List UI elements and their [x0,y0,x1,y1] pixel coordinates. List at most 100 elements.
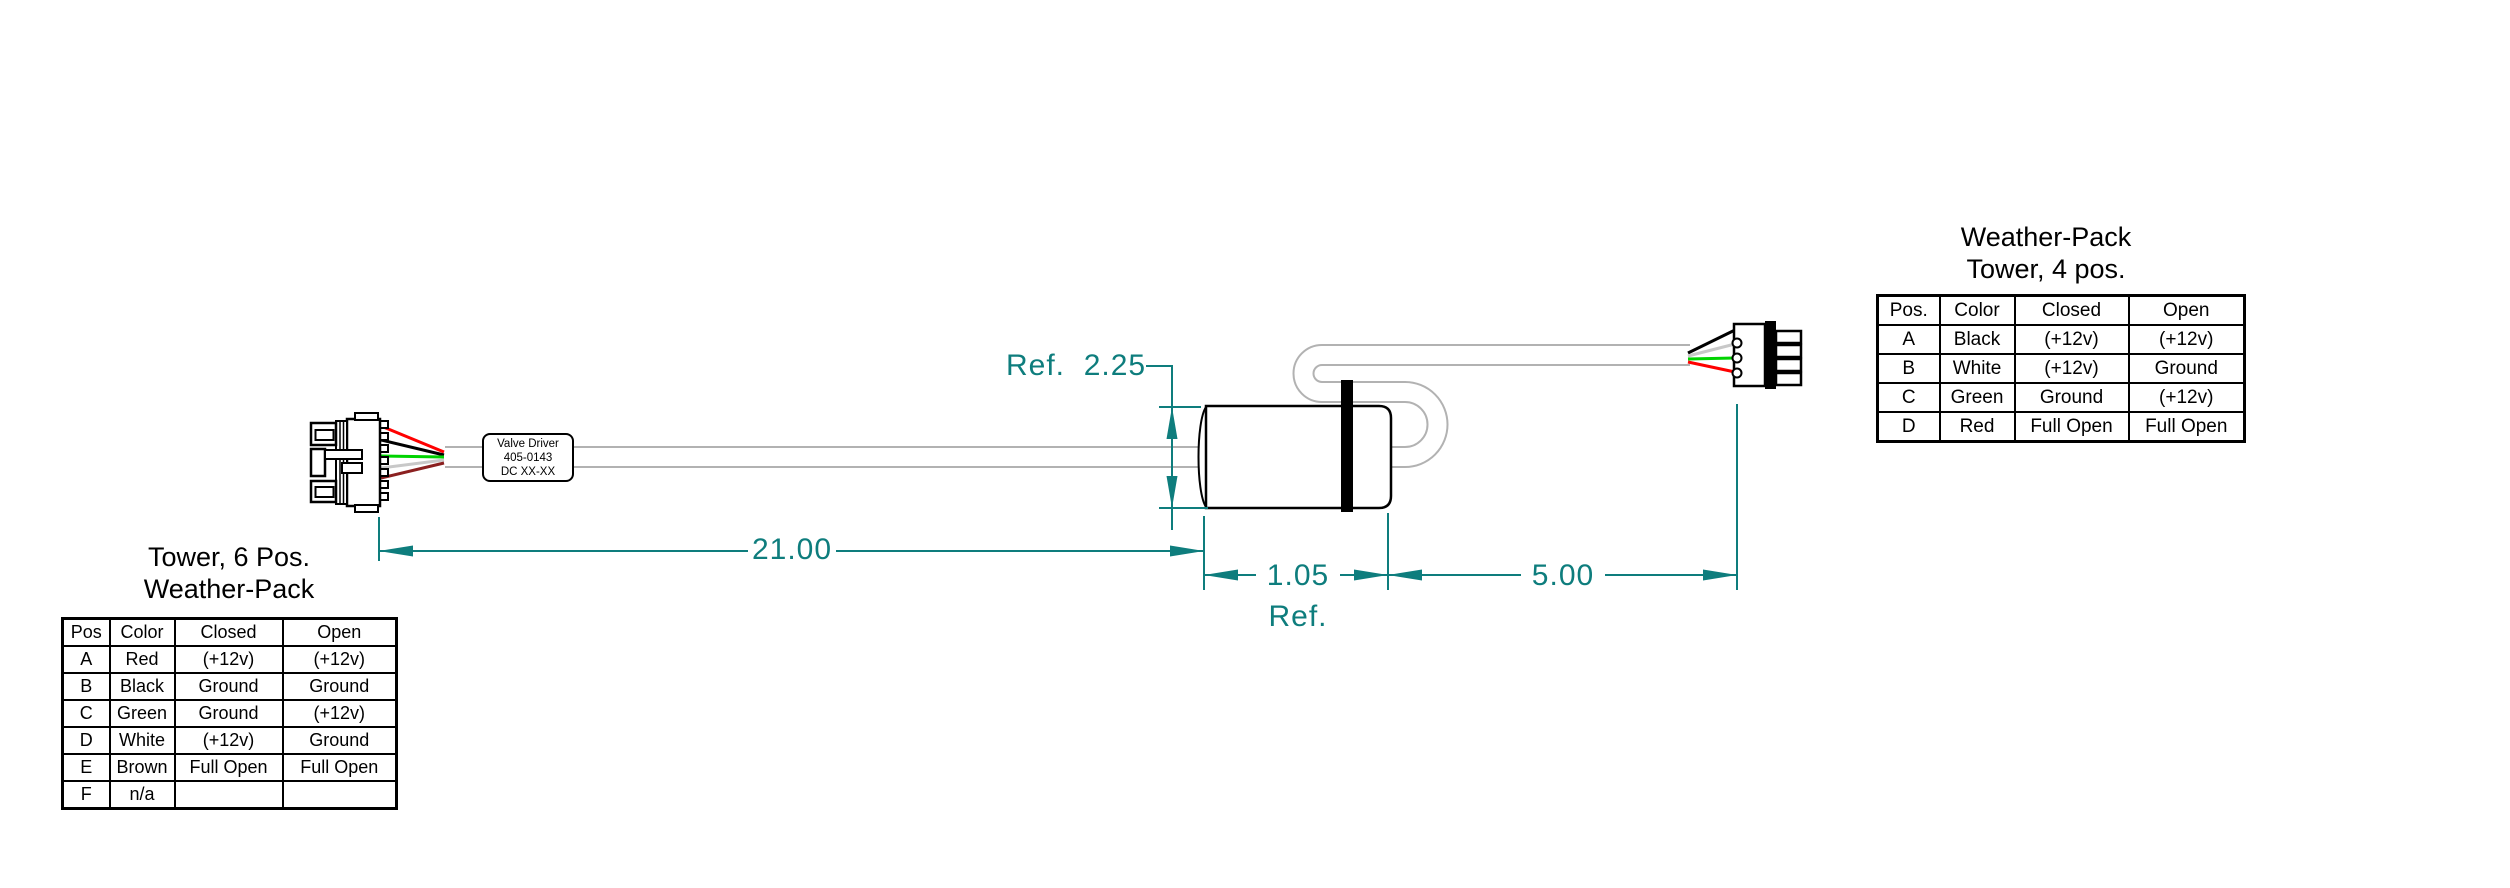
left-connector-bottom-tab [354,504,379,513]
cell: White [108,726,176,755]
cable [445,344,1690,468]
cell: (+12v) [173,645,284,674]
cell: Ground [281,672,398,701]
valve-driver-label: Valve Driver 405-0143 DC XX-XX [482,433,574,482]
column-header: Closed [173,617,284,647]
right-connector-pin-2 [1774,343,1803,359]
cell: D [1876,411,1941,443]
dim-leader-diameter [1146,365,1173,530]
valve-driver-label-line2: 405-0143 [503,451,553,464]
table-row: A Black (+12v) (+12v) [1876,324,2246,355]
dim-text-body-length-ref: Ref. [1256,602,1340,632]
cell: Ground [2013,382,2130,413]
right-connector-pin-4 [1774,371,1803,387]
column-header: Pos [61,617,111,647]
table-header-row: Pos Color Closed Open [61,617,398,647]
right-connector-seal-3 [1731,367,1743,379]
valve-driver-label-line1: Valve Driver [497,437,559,450]
cell: Full Open [2127,411,2246,443]
column-header: Closed [2013,294,2130,326]
wire-green-right [1687,356,1736,361]
column-header: Open [281,617,398,647]
cell: n/a [108,780,176,810]
table-row: D White (+12v) Ground [61,726,398,755]
table-row: C Green Ground (+12v) [1876,382,2246,413]
left-connector-pinout-table: Pos Color Closed Open A Red (+12v) (+12v… [61,617,398,810]
wire-black-right [1687,328,1736,355]
cell: Brown [108,753,176,782]
left-table-title-line2: Weather-Pack [143,574,315,604]
cell: Green [1938,382,2016,413]
cell [173,780,284,810]
left-table-title-line1: Tower, 6 Pos. [147,542,311,572]
right-wire-fan [1687,328,1736,374]
cell: (+12v) [2127,382,2246,413]
cell: White [1938,353,2016,384]
cell: Black [108,672,176,701]
valve-body-shell [1204,404,1393,510]
cell: Red [1938,411,2016,443]
left-connector [309,412,389,513]
cell: A [61,645,111,674]
cell: Full Open [281,753,398,782]
left-connector-terminal-mid [309,447,327,478]
cell: Black [1938,324,2016,355]
right-connector-pin-3 [1774,357,1803,373]
valve-body [1197,380,1393,512]
cell: (+12v) [281,645,398,674]
cell: Green [108,699,176,728]
column-header: Color [108,617,176,647]
cell: E [61,753,111,782]
wire-red-left [380,424,445,454]
cell [281,780,398,810]
cell: Ground [173,699,284,728]
wire-green-left [380,454,445,459]
cell: C [1876,382,1941,413]
dim-text-body-length: 1.05 [1256,561,1340,591]
wire-black-left [380,438,445,457]
table-row: C Green Ground (+12v) [61,699,398,728]
cell: B [61,672,111,701]
table-row: B Black Ground Ground [61,672,398,701]
right-connector-pinout-table: Pos. Color Closed Open A Black (+12v) (+… [1876,294,2246,443]
dim-text-diameter-ref: Ref. 2.25 [1006,349,1147,382]
cell: Red [108,645,176,674]
cell: Ground [173,672,284,701]
wire-white-right [1687,342,1736,358]
cell: D [61,726,111,755]
cell: B [1876,353,1941,384]
left-connector-top-tab [354,412,379,421]
cell: Ground [2127,353,2246,384]
wire-white-left [380,458,445,470]
right-connector [1731,321,1803,389]
cell: F [61,780,111,810]
column-header: Open [2127,294,2246,326]
cell: (+12v) [2013,324,2130,355]
table-row: B White (+12v) Ground [1876,353,2246,384]
right-table-title-line1: Weather-Pack [1960,222,2132,252]
right-connector-band [1765,321,1776,389]
cell: C [61,699,111,728]
cell: Ground [281,726,398,755]
valve-body-dome [1197,406,1207,508]
left-wire-fan [380,424,445,480]
cell: (+12v) [173,726,284,755]
wire-red-right [1687,360,1736,374]
right-table-title: Weather-Pack Tower, 4 pos. [1896,221,2196,285]
dim-text-tail-length: 5.00 [1521,561,1605,591]
dimension-annotations [378,365,1738,590]
cell: (+12v) [2013,353,2130,384]
cell: (+12v) [281,699,398,728]
dim-text-overall-length: 21.00 [748,535,836,565]
right-connector-pin-1 [1774,329,1803,345]
cell: A [1876,324,1941,355]
table-row: F n/a [61,780,398,810]
table-header-row: Pos. Color Closed Open [1876,294,2246,326]
cable-tie-band [1341,380,1353,512]
column-header: Color [1938,294,2016,326]
table-row: E Brown Full Open Full Open [61,753,398,782]
right-connector-seal-1 [1731,337,1743,349]
valve-driver-label-line3: DC XX-XX [500,465,556,478]
